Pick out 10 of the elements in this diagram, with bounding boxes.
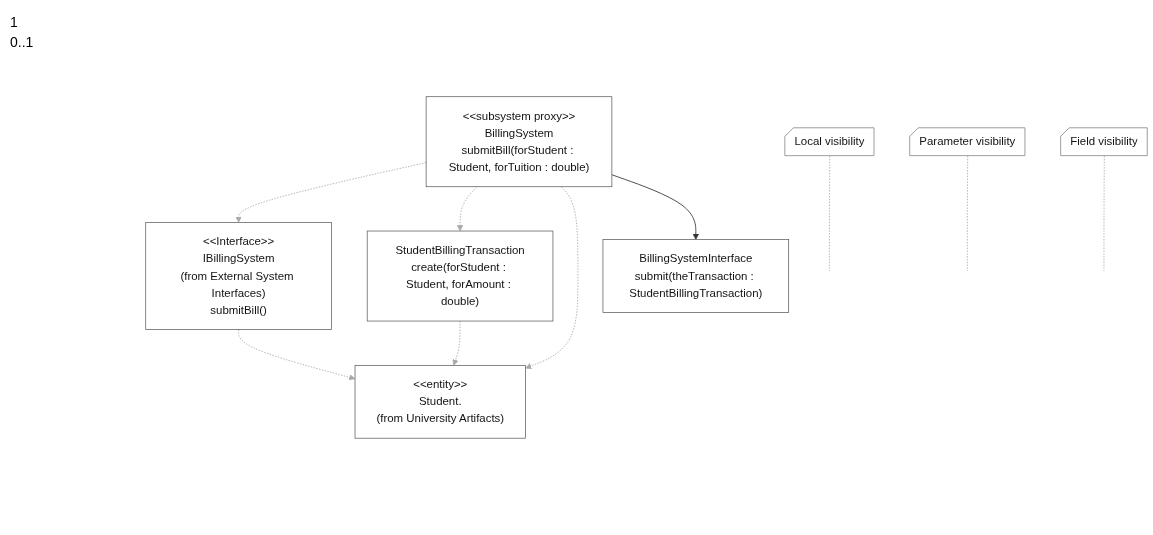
multiplicity-label: 1: [10, 14, 19, 30]
connector: [966, 155, 969, 272]
multiplicity-label: 0..1: [10, 34, 35, 50]
connector: [1103, 155, 1105, 272]
node-box: BillingSystemInterface submit(theTransaction : StudentBillingTransaction): [602, 239, 790, 313]
node-box: <<entity>> Student. (from University Artifacts): [354, 365, 526, 439]
node-box: <<Interface>> IBillingSystem (from External System Interfaces) submitBill(): [145, 222, 332, 330]
connector: [829, 155, 831, 272]
node-box: <<subsystem proxy>> BillingSystem submitBill(forStudent : Student, forTuition : double): [425, 96, 613, 188]
node-box: StudentBillingTransaction create(forStudent : Student, forAmount : double): [366, 230, 554, 322]
